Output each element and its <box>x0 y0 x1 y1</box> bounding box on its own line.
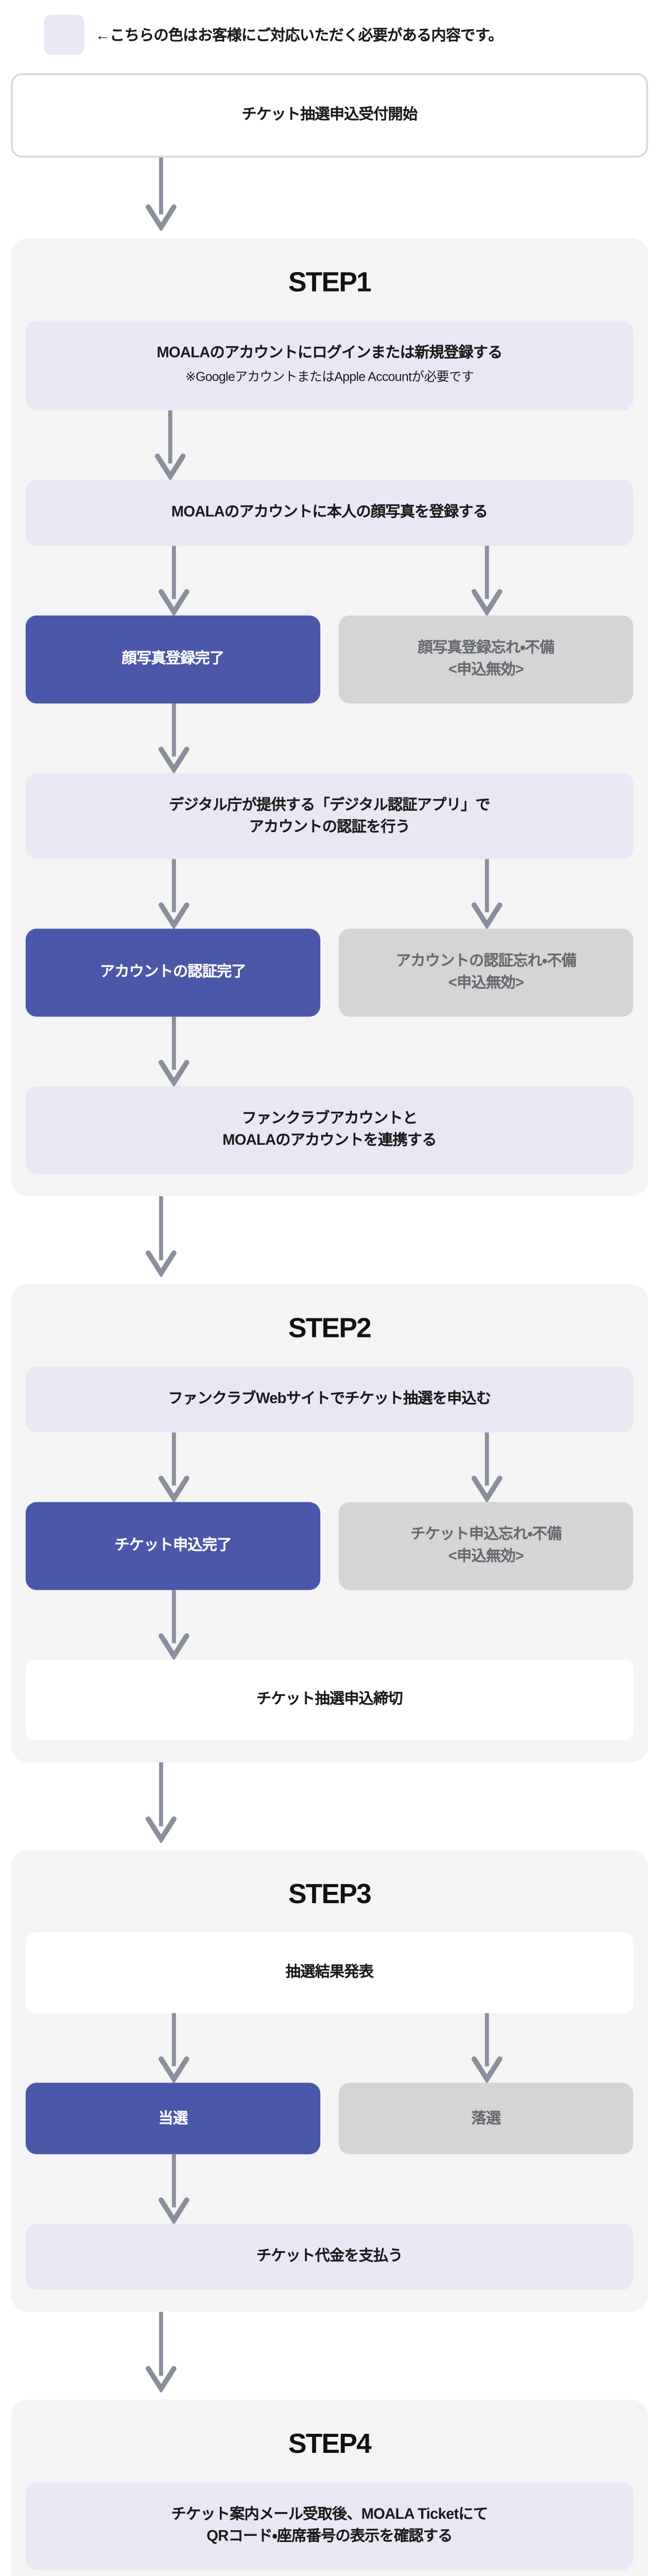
step1-auth-app-line1: デジタル庁が提供する「デジタル認証アプリ」で <box>169 796 490 813</box>
arrow-start-to-step1 <box>11 157 659 231</box>
step-4-container: STEP4 チケット案内メール受取後、MOALA Ticketにて QRコード・… <box>11 2400 648 2576</box>
start-label: チケット抽選申込受付開始 <box>241 106 418 123</box>
step2-apply-branch: チケット申込完了 チケット申込忘れ・不備 <申込無効> <box>25 1502 634 1590</box>
step1-photo-branch-arrows <box>26 546 633 616</box>
step4-qr-line2: QRコード・座席番号の表示を確認する <box>206 2528 453 2545</box>
step-1-title: STEP1 <box>288 267 372 299</box>
arrow-step1-photo-success <box>26 546 320 616</box>
arrow-step1-to-step2 <box>11 1196 659 1277</box>
step-2-title: STEP2 <box>288 1313 372 1345</box>
step2-apply-done-label: チケット申込完了 <box>114 1536 232 1553</box>
step1-login-note: ※GoogleアカウントまたはApple Accountが必要です <box>185 371 474 385</box>
step-3-container: STEP3 抽選結果発表 当選 落選 <box>11 1849 648 2313</box>
step2-deadline-label: チケット抽選申込締切 <box>256 1690 403 1707</box>
step-4-title: STEP4 <box>288 2429 372 2461</box>
arrow-step3-to-step4 <box>11 2312 659 2393</box>
step1-to-authapp-arrows <box>26 703 633 773</box>
legend: ←こちらの色はお客様にご対応いただく必要がある内容です。 <box>11 0 648 73</box>
step1-link-account-node: ファンクラブアカウントと MOALAのアカウントを連携する <box>25 1087 634 1175</box>
arrow-step2-apply-failure <box>339 1432 633 1502</box>
step1-photo-fail-node: 顔写真登録忘れ・不備 <申込無効> <box>338 615 634 703</box>
arrow-step1-login-to-photo <box>26 410 659 480</box>
step3-result-branch: 当選 落選 <box>25 2081 634 2155</box>
step1-to-link-arrows <box>26 1017 633 1087</box>
arrow-step1-auth-done-to-link <box>26 1017 320 1087</box>
arrow-step3-lose <box>339 2012 633 2082</box>
arrow-step3-win <box>26 2012 320 2082</box>
arrow-step1-auth-success <box>26 860 320 930</box>
step3-lose-label: 落選 <box>471 2109 501 2126</box>
step3-to-pay-arrows <box>26 2155 633 2225</box>
step4-qr-line1: チケット案内メール受取後、MOALA Ticketにて <box>171 2506 489 2523</box>
step1-auth-done-node: アカウントの認証完了 <box>25 929 321 1018</box>
step1-auth-app-line2: アカウントの認証を行う <box>249 818 410 835</box>
step1-login-label: MOALAのアカウントにログインまたは新規登録する <box>157 344 502 361</box>
step2-apply-fail-line2: <申込無効> <box>448 1547 524 1564</box>
step1-photo-fail-line2: <申込無効> <box>448 660 524 677</box>
step1-auth-fail-line2: <申込無効> <box>448 975 524 992</box>
step4-qr-node: チケット案内メール受取後、MOALA Ticketにて QRコード・座席番号の表… <box>25 2482 634 2570</box>
step2-to-deadline-arrows <box>26 1589 633 1659</box>
arrow-step2-apply-done-to-deadline <box>26 1589 320 1659</box>
step1-auth-branch: アカウントの認証完了 アカウントの認証忘れ・不備 <申込無効> <box>25 929 634 1018</box>
step-2-container: STEP2 ファンクラブWebサイトでチケット抽選を申込む チケット申込完了 チ… <box>11 1284 648 1762</box>
arrow-step2-to-step3 <box>11 1761 659 1842</box>
step2-apply-fail-line1: チケット申込忘れ・不備 <box>410 1526 562 1543</box>
step3-result-label: 抽選結果発表 <box>285 1963 374 1980</box>
step3-result-node: 抽選結果発表 <box>25 1931 634 2012</box>
step1-photo-register-node: MOALAのアカウントに本人の顔写真を登録する <box>25 480 634 546</box>
step2-apply-branch-arrows <box>26 1432 633 1502</box>
step2-apply-done-node: チケット申込完了 <box>25 1502 321 1590</box>
step-1-container: STEP1 MOALAのアカウントにログインまたは新規登録する ※Googleア… <box>11 238 648 1196</box>
step3-win-label: 当選 <box>158 2109 188 2126</box>
step1-link-line2: MOALAのアカウントを連携する <box>222 1132 437 1149</box>
step1-photo-done-label: 顔写真登録完了 <box>122 650 225 667</box>
step1-auth-done-label: アカウントの認証完了 <box>99 964 247 981</box>
arrow-step1-auth-failure <box>339 860 633 930</box>
arrow-step2-apply-success <box>26 1432 320 1502</box>
step-3-title: STEP3 <box>288 1878 372 1910</box>
step3-win-node: 当選 <box>25 2081 321 2155</box>
arrow-step1-photo-failure <box>339 546 633 616</box>
step3-result-branch-arrows <box>26 2012 633 2082</box>
step2-apply-label: ファンクラブWebサイトでチケット抽選を申込む <box>168 1390 492 1407</box>
step3-lose-node: 落選 <box>338 2081 634 2155</box>
arrow-step1-photo-done-to-authapp <box>26 703 320 773</box>
step1-auth-fail-node: アカウントの認証忘れ・不備 <申込無効> <box>338 929 634 1018</box>
arrow-step3-win-to-pay <box>26 2155 320 2225</box>
step2-deadline-node: チケット抽選申込締切 <box>25 1659 634 1740</box>
step1-link-line1: ファンクラブアカウントと <box>241 1110 418 1127</box>
start-node: チケット抽選申込受付開始 <box>11 73 648 158</box>
customer-action-color-swatch <box>44 14 84 55</box>
step2-apply-fail-node: チケット申込忘れ・不備 <申込無効> <box>338 1502 634 1590</box>
step3-pay-node: チケット代金を支払う <box>25 2224 634 2291</box>
step1-photo-fail-line1: 顔写真登録忘れ・不備 <box>418 639 555 656</box>
step1-auth-app-node: デジタル庁が提供する「デジタル認証アプリ」で アカウントの認証を行う <box>25 772 634 860</box>
step2-apply-node: ファンクラブWebサイトでチケット抽選を申込む <box>25 1366 634 1433</box>
step1-photo-register-label: MOALAのアカウントに本人の顔写真を登録する <box>171 503 488 520</box>
step1-login-node: MOALAのアカウントにログインまたは新規登録する ※Googleアカウントまた… <box>25 320 634 411</box>
step1-auth-branch-arrows <box>26 860 633 930</box>
legend-note: ←こちらの色はお客様にご対応いただく必要がある内容です。 <box>95 27 503 44</box>
step3-pay-label: チケット代金を支払う <box>256 2248 403 2265</box>
step1-photo-branch: 顔写真登録完了 顔写真登録忘れ・不備 <申込無効> <box>25 615 634 703</box>
step1-auth-fail-line1: アカウントの認証忘れ・不備 <box>396 953 577 970</box>
step1-photo-done-node: 顔写真登録完了 <box>25 615 321 703</box>
